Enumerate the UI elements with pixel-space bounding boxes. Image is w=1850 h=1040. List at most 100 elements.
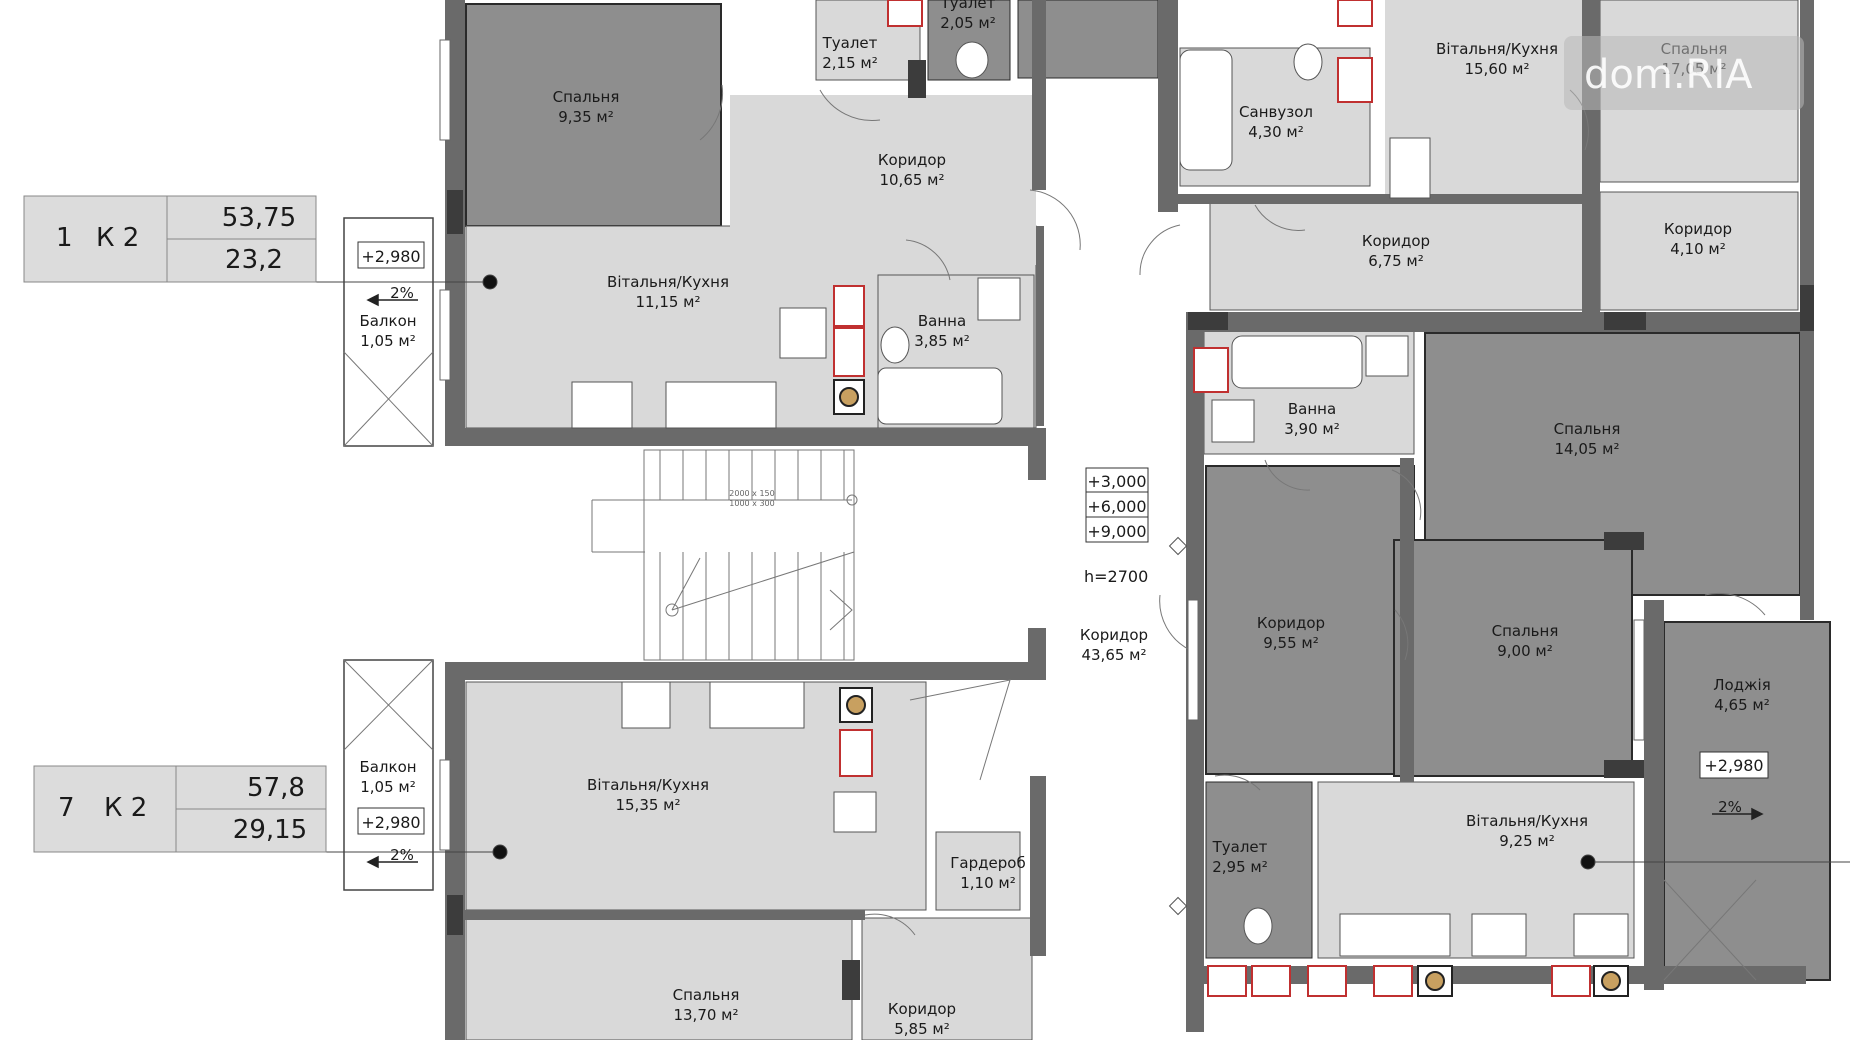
kitchen-cabinet: [1573, 913, 1629, 957]
slope-arrowhead: [366, 293, 379, 307]
room-fill-bedroom-13-70: [465, 917, 853, 1040]
wall-bedroom-13-top: [445, 910, 865, 920]
pipe-shaft: [1551, 965, 1591, 997]
washing-machine: [1389, 137, 1431, 199]
apartment-living-area: 29,15: [233, 815, 307, 845]
stair-note-1: 2000 х 150: [729, 489, 774, 498]
leader-lines: [316, 274, 1850, 870]
room-name: Вітальня/Кухня: [607, 273, 729, 291]
apartment-tag-1[interactable]: 1 К 2 53,75 23,2: [23, 195, 317, 283]
room-name: Коридор: [1257, 614, 1325, 632]
door-swing: [1704, 592, 1766, 616]
stair-node: [665, 603, 679, 617]
ceiling-height: h=2700: [1084, 567, 1148, 586]
leader-dot: [482, 274, 498, 290]
room-area: 9,25 м²: [1499, 832, 1555, 850]
room-area: 4,30 м²: [1248, 123, 1304, 141]
room-name: Коридор: [888, 1000, 956, 1018]
room-area: 3,85 м²: [914, 332, 970, 350]
wall-stair-bottom: [445, 662, 1045, 680]
toilet-bowl: [1243, 907, 1273, 945]
room-name: Коридор: [1362, 232, 1430, 250]
bathtub: [1179, 49, 1233, 171]
room-area: 1,05 м²: [360, 332, 416, 350]
pipe-shaft: [833, 285, 865, 327]
door-swing: [1214, 774, 1261, 791]
pipe-shaft: [1337, 0, 1373, 27]
level-loggia: +2,980: [1704, 756, 1763, 775]
slope-loggia: 2%: [1718, 798, 1742, 816]
wall-left-lower: [445, 680, 465, 1040]
wall-marker: [842, 960, 860, 1000]
room-label-toilet-2-05: Туалет 2,05 м²: [940, 0, 996, 32]
level-floor-1: +3,000: [1087, 472, 1146, 491]
kitchen-cabinet: [833, 791, 877, 833]
wall-corridor-6-75-top: [1176, 194, 1596, 204]
door-swing: [1391, 469, 1422, 521]
hatch-line: [1663, 879, 1757, 981]
door-swing: [819, 89, 881, 121]
room-name: Туалет: [940, 0, 996, 12]
room-fill-bedroom-9-00: [1393, 539, 1633, 777]
stair-arrowhead: [829, 589, 853, 631]
leader-dot: [492, 844, 508, 860]
kitchen-sink-unit: [1339, 913, 1451, 957]
room-name: Ванна: [918, 312, 966, 330]
windows: [439, 39, 1645, 851]
slope-balcony-top: 2%: [390, 284, 414, 302]
hatch-line: [343, 351, 434, 447]
room-name: Санвузол: [1239, 103, 1313, 121]
pipe-shaft: [1373, 965, 1413, 997]
vent-shaft-core: [1601, 971, 1621, 991]
window: [439, 759, 451, 851]
window: [1187, 599, 1199, 721]
apartment-tag-7[interactable]: 7 К 2 57,8 29,15: [33, 765, 327, 853]
room-area: 9,35 м²: [558, 108, 614, 126]
wall-wardrobe-right: [1030, 776, 1046, 956]
door-swing: [1264, 459, 1311, 491]
kitchen-sink-unit: [665, 381, 777, 429]
room-name: Лоджія: [1713, 676, 1771, 694]
wall-bath-right: [1036, 226, 1044, 426]
room-fill-bedroom-9-35: [465, 3, 722, 227]
staircase: [591, 449, 858, 661]
fixtures: [571, 41, 1629, 957]
watermark: dom.RIA: [1564, 36, 1804, 110]
axis-marker: [1168, 536, 1188, 556]
bathtub: [1231, 335, 1363, 389]
room-area: 6,75 м²: [1368, 252, 1424, 270]
slope-arrowhead: [1751, 807, 1764, 821]
room-area: 14,05 м²: [1554, 440, 1619, 458]
vent-shafts: [833, 379, 1629, 997]
room-name: Балкон: [359, 312, 416, 330]
pipe-shaft: [887, 0, 923, 27]
toilet-bowl: [955, 41, 989, 79]
room-area: 1,10 м²: [960, 874, 1016, 892]
room-name: Спальня: [673, 986, 740, 1004]
door-swing: [1254, 204, 1306, 231]
wall-marker: [1800, 285, 1814, 331]
wall-right-block-top: [1186, 312, 1806, 332]
kitchen-cabinet: [571, 381, 633, 429]
level-box: [357, 241, 425, 269]
watermark-text: dom.RIA: [1584, 52, 1753, 98]
room-name: Балкон: [359, 758, 416, 776]
room-label-balcony-1-05-top: Балкон 1,05 м²: [359, 312, 416, 350]
door-swing: [1394, 609, 1409, 661]
vent-shaft-core: [846, 695, 866, 715]
stair-node: [846, 494, 858, 506]
watermark-bg: [1564, 36, 1804, 110]
apartment-type: К 2: [104, 793, 147, 823]
room-area: 15,60 м²: [1464, 60, 1529, 78]
room-name: Туалет: [822, 34, 878, 52]
wall-loggia-left: [1644, 600, 1664, 990]
room-area: 2,05 м²: [940, 14, 996, 32]
stair-note-2: 1000 х 300: [729, 499, 774, 508]
